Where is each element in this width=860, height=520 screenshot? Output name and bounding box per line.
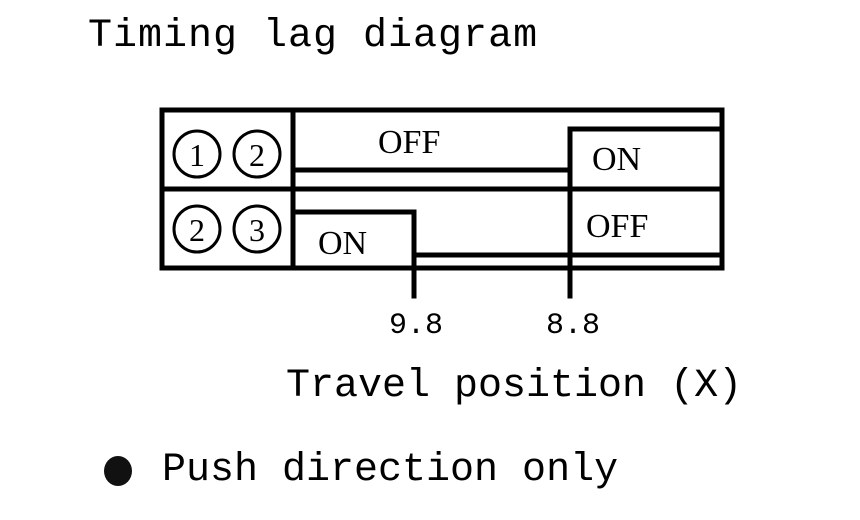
contact-circle-1 [172, 129, 222, 179]
row1-state-before: OFF [378, 124, 440, 161]
contact-label: 2 [189, 212, 205, 248]
row1-state-after: ON [592, 141, 641, 178]
contact-circle-2 [232, 129, 282, 179]
bullet-icon [104, 455, 132, 486]
axis-label: Travel position (X) [286, 364, 743, 409]
note-text: Push direction only [162, 448, 619, 493]
tick-label-9-8: 9.8 [389, 309, 443, 343]
row2-state-after: OFF [586, 208, 648, 245]
contact-label: 3 [249, 212, 265, 248]
note: Push direction only [104, 448, 618, 493]
contact-circle-3 [232, 204, 282, 254]
row1-signal [290, 126, 725, 173]
diagram-title: Timing lag diagram [88, 14, 539, 59]
contact-label: 2 [249, 137, 265, 173]
row2-state-before: ON [318, 225, 367, 262]
contact-circle-2b [172, 204, 222, 254]
contact-label: 1 [189, 137, 205, 173]
tick-label-8-8: 8.8 [546, 309, 600, 343]
